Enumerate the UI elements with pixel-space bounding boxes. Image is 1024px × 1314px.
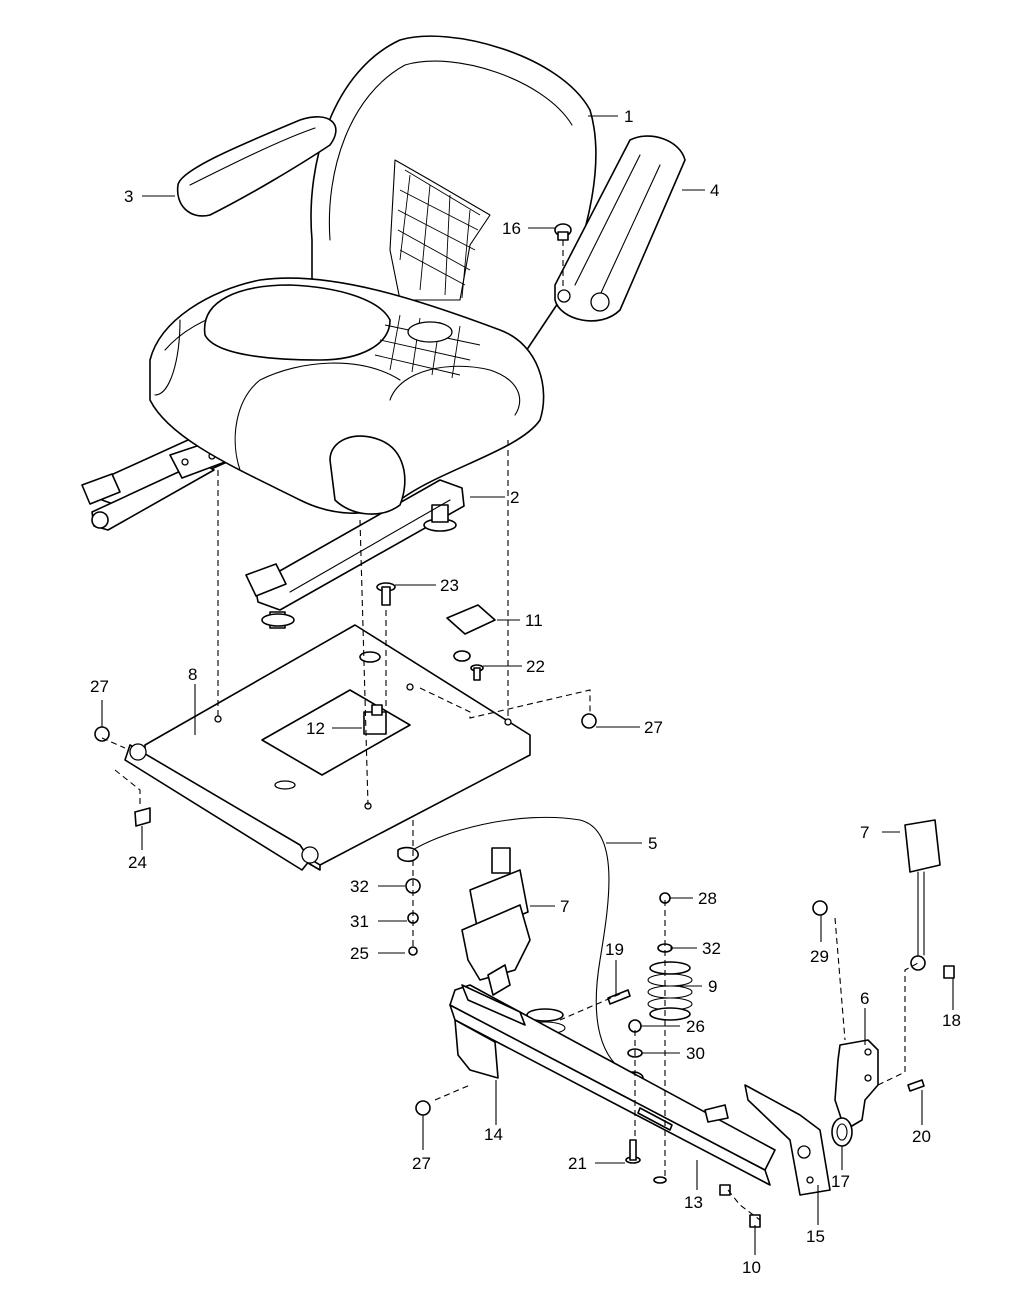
callout-12: 12 xyxy=(306,719,325,738)
callout-7-right: 7 xyxy=(860,823,869,842)
callout-20: 20 xyxy=(912,1127,931,1146)
right-bracket xyxy=(831,1039,879,1147)
callout-19: 19 xyxy=(605,940,624,959)
callout-15: 15 xyxy=(806,1227,825,1246)
callout-31: 31 xyxy=(350,912,369,931)
callout-21: 21 xyxy=(568,1154,587,1173)
callout-8: 8 xyxy=(188,665,197,684)
callout-2: 2 xyxy=(510,488,519,507)
callout-28: 28 xyxy=(698,889,717,908)
callout-23: 23 xyxy=(440,576,459,595)
callout-10: 10 xyxy=(742,1258,761,1277)
callout-14: 14 xyxy=(484,1125,503,1144)
callout-13: 13 xyxy=(684,1193,703,1212)
leader-lines xyxy=(101,115,954,1255)
callout-27-bottom: 27 xyxy=(412,1154,431,1173)
callout-4: 4 xyxy=(710,181,719,200)
callout-25: 25 xyxy=(350,944,369,963)
callout-17: 17 xyxy=(831,1172,850,1191)
callout-5: 5 xyxy=(648,834,657,853)
seat-belt-left xyxy=(461,847,531,996)
callout-18: 18 xyxy=(942,1011,961,1030)
seat-mounting-plate xyxy=(124,604,531,871)
callout-32-right: 32 xyxy=(702,939,721,958)
callout-3: 3 xyxy=(124,187,133,206)
callout-30: 30 xyxy=(686,1044,705,1063)
callout-11: 11 xyxy=(525,611,543,630)
callout-7-center: 7 xyxy=(560,897,569,916)
callout-32-left: 32 xyxy=(350,877,369,896)
assembly-lines xyxy=(101,240,919,1221)
callout-29: 29 xyxy=(810,947,829,966)
seat-belt-right xyxy=(904,819,941,971)
callout-26: 26 xyxy=(686,1017,705,1036)
suspension-frame xyxy=(449,984,831,1196)
callout-6: 6 xyxy=(860,989,869,1008)
callout-22: 22 xyxy=(526,657,545,676)
seat-cushion xyxy=(149,35,686,515)
callout-27-left: 27 xyxy=(90,677,109,696)
callout-27-right: 27 xyxy=(644,718,663,737)
callout-1: 1 xyxy=(624,107,633,126)
callout-labels: 1 2 3 4 5 6 7 7 8 9 10 11 12 13 14 15 16… xyxy=(90,107,961,1277)
callout-9: 9 xyxy=(708,977,717,996)
callout-16: 16 xyxy=(502,219,521,238)
callout-24: 24 xyxy=(128,853,147,872)
